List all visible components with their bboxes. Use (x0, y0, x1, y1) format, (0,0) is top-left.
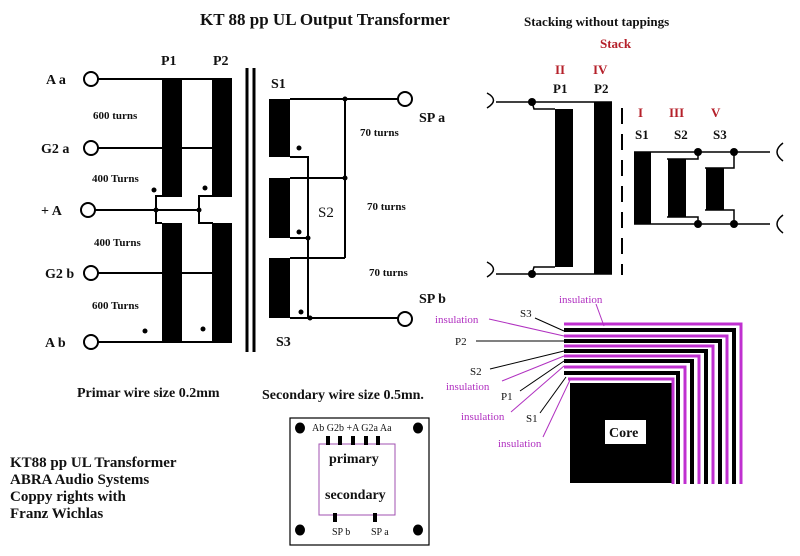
label-insulation-1: insulation (435, 314, 479, 326)
terminal-sp-b (397, 311, 413, 327)
label-insulation-2: insulation (446, 381, 490, 393)
terminal-sp-a (397, 91, 413, 107)
label-turns-3: 400 Turns (94, 237, 141, 249)
coil-s3 (269, 258, 290, 318)
core-label: Core (609, 426, 638, 441)
label-turns-4: 600 Turns (92, 300, 139, 312)
layer-insulation (564, 344, 715, 484)
label-xs-p1: P1 (501, 391, 513, 403)
label-p1: P1 (161, 54, 177, 69)
label-sec-turns-2: 70 turns (367, 201, 407, 213)
core-lines (245, 68, 256, 352)
primary-wire-size: Primar wire size 0.2mm (77, 386, 220, 401)
main-title: KT 88 pp UL Output Transformer (200, 10, 450, 29)
layer-insulation (564, 354, 701, 484)
label-insulation-3: insulation (461, 411, 505, 423)
label-xs-s3: S3 (520, 308, 532, 320)
label-s1: S1 (271, 77, 286, 92)
stack-coil-s3 (706, 168, 724, 210)
bobbin-top-pins: Ab G2b +A G2a Aa (312, 423, 392, 434)
stack-label-p1: P1 (553, 81, 567, 96)
label-insulation-top: insulation (559, 294, 603, 306)
label-sp-b: SP b (419, 292, 446, 307)
stack-roman-s3: V (711, 105, 721, 120)
layer-insulation (564, 365, 687, 484)
cross-section-leaders (476, 303, 605, 438)
stack-coil-p2 (594, 102, 612, 274)
label-terminal-g2a: G2 a (41, 142, 69, 157)
label-terminal-ab: A b (45, 336, 66, 351)
stack-roman-s2: III (669, 105, 684, 120)
stack-roman-p1: II (555, 62, 565, 77)
label-s2: S2 (318, 205, 334, 221)
layer-insulation (568, 377, 675, 484)
stack-label-s2: S2 (674, 127, 688, 142)
layer-insulation (564, 322, 743, 484)
cross-section (564, 322, 743, 484)
label-sp-a: SP a (419, 111, 445, 126)
label-xs-p2: P2 (455, 336, 467, 348)
coil-p1-upper (162, 79, 182, 197)
stack-coil-p1 (555, 109, 573, 267)
core-label-box (605, 420, 646, 444)
bobbin-diagram (289, 417, 430, 546)
terminal-plus-a (80, 202, 96, 218)
bobbin-primary-label: primary (329, 452, 379, 467)
label-xs-s1: S1 (526, 413, 538, 425)
stack-roman-s1: I (638, 105, 643, 120)
layer-s3 (564, 328, 736, 484)
bobbin-pin-spb: SP b (332, 527, 350, 538)
stack-label-s3: S3 (713, 127, 727, 142)
secondary-wire-size: Secondary wire size 0.5mn. (262, 388, 424, 403)
label-s3: S3 (276, 335, 291, 350)
layer-insulation (564, 334, 729, 484)
layer-p2 (564, 339, 722, 484)
stack-coil-s1 (634, 152, 651, 224)
bobbin-secondary-label: secondary (325, 488, 386, 503)
terminal-aa (83, 71, 99, 87)
stack-coil-s2 (668, 159, 686, 217)
primary-coils (142, 79, 232, 343)
label-p2: P2 (213, 54, 229, 69)
label-turns-2: 400 Turns (92, 173, 139, 185)
stack-label-p2: P2 (594, 81, 608, 96)
stack-label-s1: S1 (635, 127, 649, 142)
label-insulation-4: insulation (498, 438, 542, 450)
terminal-ab (83, 334, 99, 350)
credit-line: Coppy rights with (10, 489, 126, 505)
label-sec-turns-3: 70 turns (369, 267, 409, 279)
terminal-g2a (83, 140, 99, 156)
credit-line: ABRA Audio Systems (10, 472, 150, 488)
label-terminal-g2b: G2 b (45, 267, 74, 282)
label-turns-1: 600 turns (93, 110, 138, 122)
credit-line: Franz Wichlas (10, 506, 104, 522)
coil-s2 (269, 178, 290, 238)
bobbin-pin-spa: SP a (371, 527, 389, 538)
layer-s2 (564, 349, 708, 484)
coil-s1 (269, 99, 290, 157)
credit-line: KT88 pp UL Transformer (10, 455, 177, 471)
secondary-coils (269, 96, 348, 321)
layer-s1 (564, 371, 680, 484)
label-terminal-plus-a: + A (41, 204, 63, 219)
label-terminal-aa: A a (46, 73, 66, 88)
stacking-title: Stacking without tappings (524, 14, 669, 29)
stack-roman-p2: IV (593, 62, 608, 77)
label-sec-turns-1: 70 turns (360, 127, 400, 139)
credits-block: KT88 pp UL Transformer ABRA Audio System… (10, 455, 177, 523)
label-xs-s2: S2 (470, 366, 482, 378)
coil-p2-lower (212, 223, 232, 343)
coil-p1-lower (162, 223, 182, 343)
terminal-g2b (83, 265, 99, 281)
stack-label: Stack (600, 36, 632, 51)
stacking-coils (528, 98, 738, 278)
layer-p1 (564, 359, 694, 484)
coil-p2-upper (212, 79, 232, 197)
